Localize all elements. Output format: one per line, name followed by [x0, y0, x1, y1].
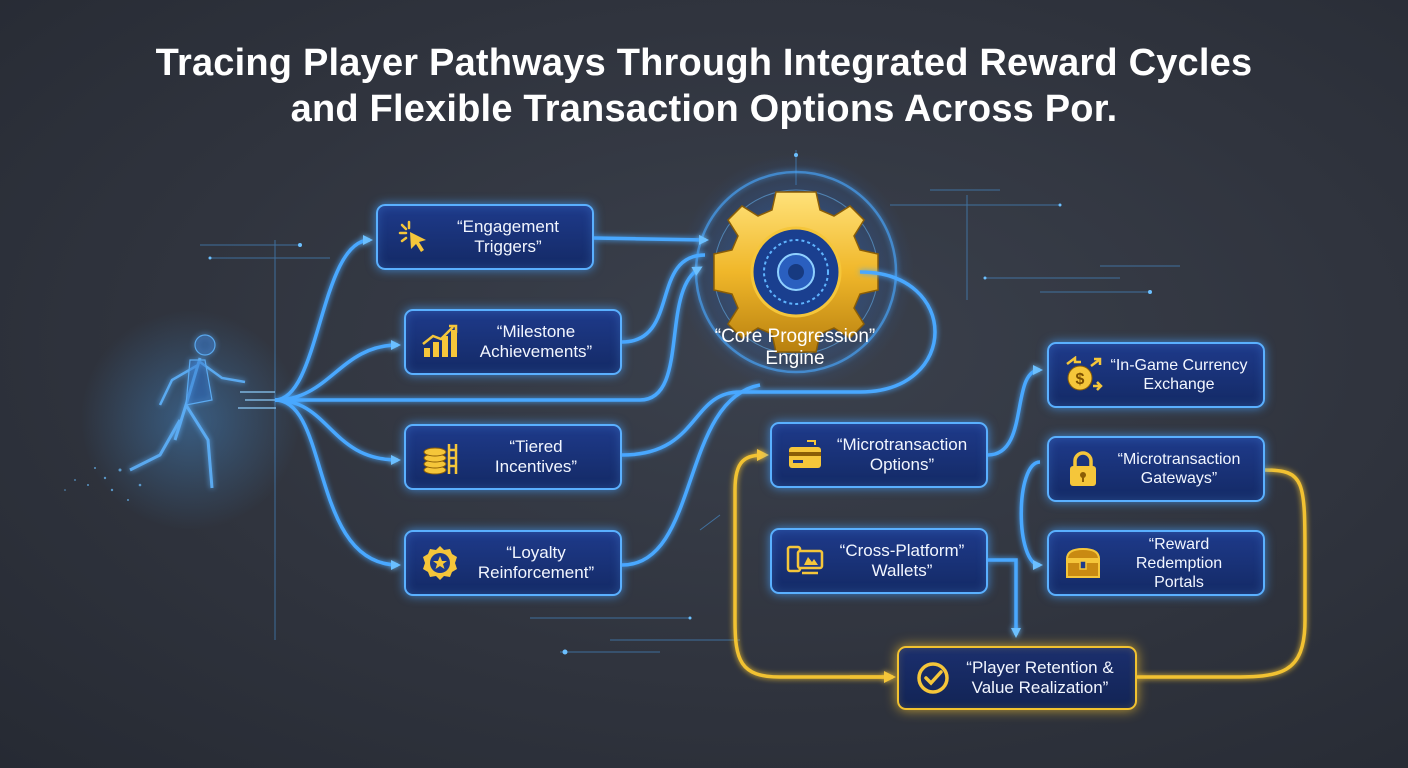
cross-platform-line-1: “Cross-Platform” — [839, 541, 965, 560]
title-line-2: and Flexible Transaction Options Across … — [290, 88, 1118, 130]
node-reward-redemption-portals[interactable]: “Reward Redemption Portals — [1047, 530, 1265, 596]
cursor-click-icon — [392, 217, 432, 257]
check-circle-icon — [913, 658, 953, 698]
blue-connectors — [274, 234, 1043, 638]
coin-stack-icon — [420, 437, 460, 477]
engagement-line-2: Triggers” — [474, 237, 542, 256]
node-tiered-incentives[interactable]: “Tiered Incentives” — [404, 424, 622, 490]
redemption-label: “Reward Redemption Portals — [1103, 535, 1263, 592]
svg-text:$: $ — [1076, 371, 1085, 388]
tiered-label: “Tiered Incentives” — [460, 437, 620, 477]
milestone-line-1: “Milestone — [496, 322, 576, 341]
padlock-icon — [1063, 449, 1103, 489]
node-loyalty-reinforcement[interactable]: “Loyalty Reinforcement” — [404, 530, 622, 596]
gateways-line-2: Gateways” — [1140, 470, 1218, 487]
micro-options-line-1: “Microtransaction — [836, 435, 968, 454]
redemption-line-1: “Reward — [1148, 535, 1210, 553]
devices-icon — [786, 541, 826, 581]
gold-loop — [733, 449, 1307, 683]
background-dots — [208, 153, 1152, 655]
micro-options-line-2: Options” — [869, 455, 935, 474]
redemption-line-3: Portals — [1154, 573, 1204, 591]
node-in-game-currency-exchange[interactable]: $ “In-Game Currency Exchange — [1047, 342, 1265, 408]
bar-chart-icon — [420, 322, 460, 362]
node-microtransaction-gateways[interactable]: “Microtransaction Gateways” — [1047, 436, 1265, 502]
core-label-line-2: Engine — [765, 348, 825, 369]
credit-card-icon — [786, 435, 826, 475]
milestone-label: “Milestone Achievements” — [460, 322, 620, 362]
retention-line-2: Value Realization” — [971, 678, 1109, 697]
diagram-title: Tracing Player Pathways Through Integrat… — [0, 40, 1408, 132]
loyalty-label: “Loyalty Reinforcement” — [460, 543, 620, 583]
node-microtransaction-options[interactable]: “Microtransaction Options” — [770, 422, 988, 488]
cross-platform-line-2: Wallets” — [871, 561, 933, 580]
core-engine-label: “Core Progression” Engine — [690, 326, 900, 370]
retention-line-1: “Player Retention & — [966, 658, 1114, 677]
engagement-line-1: “Engagement — [456, 217, 560, 236]
currency-line-1: “In-Game Currency — [1110, 357, 1248, 374]
currency-exchange-icon: $ — [1063, 355, 1103, 395]
retention-label: “Player Retention & Value Realization” — [953, 658, 1135, 698]
node-engagement-triggers[interactable]: “Engagement Triggers” — [376, 204, 594, 270]
core-gear — [678, 154, 914, 390]
gateways-label: “Microtransaction Gateways” — [1103, 450, 1263, 488]
micro-options-label: “Microtransaction Options” — [826, 435, 986, 475]
treasure-chest-icon — [1063, 543, 1103, 583]
title-line-1: Tracing Player Pathways Through Integrat… — [155, 42, 1253, 84]
loyalty-line-2: Reinforcement” — [477, 563, 595, 582]
star-badge-icon — [420, 543, 460, 583]
currency-label: “In-Game Currency Exchange — [1103, 356, 1263, 394]
milestone-line-2: Achievements” — [479, 342, 593, 361]
runner-figure — [64, 310, 300, 530]
gateways-line-1: “Microtransaction — [1117, 451, 1241, 468]
cross-platform-label: “Cross-Platform” Wallets” — [826, 541, 986, 581]
node-player-retention[interactable]: “Player Retention & Value Realization” — [897, 646, 1137, 710]
node-cross-platform-wallets[interactable]: “Cross-Platform” Wallets” — [770, 528, 988, 594]
tiered-line-2: Incentives” — [494, 457, 578, 476]
redemption-line-2: Redemption — [1135, 554, 1223, 572]
node-milestone-achievements[interactable]: “Milestone Achievements” — [404, 309, 622, 375]
engagement-triggers-label: “Engagement Triggers” — [432, 217, 592, 257]
tiered-line-1: “Tiered — [509, 437, 563, 456]
loyalty-line-1: “Loyalty — [506, 543, 566, 562]
currency-line-2: Exchange — [1143, 376, 1215, 393]
core-label-line-1: “Core Progression” — [714, 326, 876, 347]
